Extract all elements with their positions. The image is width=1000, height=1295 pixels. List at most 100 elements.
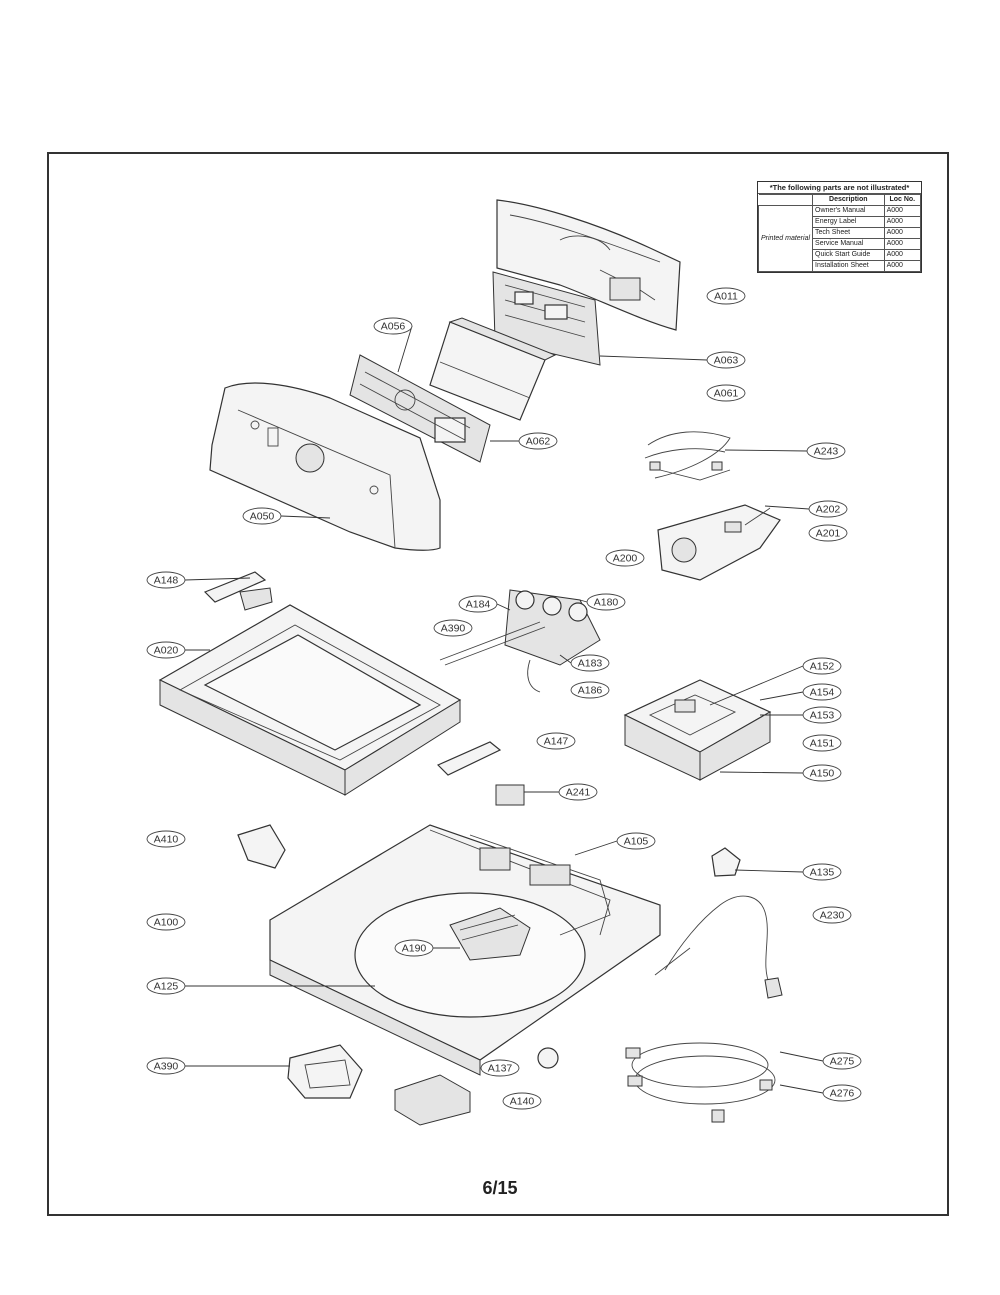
- callout-label: A150: [810, 768, 835, 780]
- callout-leader-line: [759, 691, 804, 701]
- callout-a202: A202: [764, 500, 848, 518]
- callout-leader-line: [719, 771, 804, 774]
- callout-a050: A050: [242, 507, 331, 525]
- callout-a150: A150: [719, 764, 842, 782]
- callout-label: A152: [810, 661, 835, 673]
- legend-loc: A000: [883, 205, 922, 217]
- callout-label: A230: [820, 910, 845, 922]
- callout-a241: A241: [524, 783, 598, 801]
- callout-a390b: A390: [146, 1057, 290, 1075]
- callout-label: A410: [154, 834, 179, 846]
- callout-a183: A183: [559, 654, 610, 672]
- callout-label: A125: [154, 981, 179, 993]
- callout-label: A061: [714, 388, 739, 400]
- callout-a201: A201: [808, 524, 848, 542]
- callout-bubble: [433, 619, 473, 637]
- callout-bubble: [146, 913, 186, 931]
- callout-label: A276: [830, 1088, 855, 1100]
- callout-bubble: [146, 1057, 186, 1075]
- callout-leader-line: [397, 325, 413, 373]
- callout-a063: A063: [599, 351, 746, 369]
- callout-a100: A100: [146, 913, 186, 931]
- callout-label: A154: [810, 687, 835, 699]
- callout-a276: A276: [779, 1084, 862, 1102]
- callout-bubble: [802, 683, 842, 701]
- callout-leader-line: [280, 515, 331, 519]
- control-board: [449, 907, 531, 961]
- callout-a125: A125: [146, 977, 375, 995]
- callout-bubble: [458, 595, 498, 613]
- callout-label: A201: [816, 528, 841, 540]
- callout-a061: A061: [706, 384, 746, 402]
- callout-a020: A020: [146, 641, 210, 659]
- legend-row: Installation Sheet A000: [759, 260, 922, 272]
- legend-row: Printed material Owner's Manual A000: [757, 205, 922, 272]
- callout-label: A020: [154, 645, 179, 657]
- callout-a154: A154: [759, 683, 842, 701]
- legend-description: Service Manual: [812, 238, 885, 250]
- callout-leader-line: [734, 869, 804, 873]
- legend-row: Tech Sheet A000: [759, 227, 922, 239]
- pcb-housing: [429, 317, 557, 421]
- callout-label: A062: [526, 436, 551, 448]
- callout-a186: A186: [570, 681, 610, 699]
- callout-label: A140: [510, 1096, 535, 1108]
- callout-label: A200: [613, 553, 638, 565]
- callout-label: A184: [466, 599, 491, 611]
- callout-label: A390: [441, 623, 466, 635]
- page-number: 6/15: [482, 1178, 518, 1198]
- callout-bubble: [146, 641, 186, 659]
- callout-label: A153: [810, 710, 835, 722]
- callout-bubble: [570, 681, 610, 699]
- control-panel-front: [209, 382, 441, 551]
- callout-bubble: [558, 783, 598, 801]
- callout-bubble: [812, 906, 852, 924]
- legend-description: Quick Start Guide: [812, 249, 885, 261]
- callout-label: A180: [594, 597, 619, 609]
- callout-bubble: [802, 764, 842, 782]
- wire-harness: [644, 431, 731, 481]
- callout-leader-line: [574, 840, 618, 856]
- rear-control-cover: [496, 199, 681, 331]
- callout-label: A011: [714, 291, 738, 303]
- callout-bubble: [518, 432, 558, 450]
- callout-leader-line: [709, 665, 804, 706]
- callout-label: A275: [830, 1056, 855, 1068]
- callout-a011: A011: [706, 287, 746, 305]
- callout-label: A056: [381, 321, 406, 333]
- detergent-dispenser: [623, 679, 772, 781]
- callout-label: A390: [154, 1061, 179, 1073]
- legend-row: Energy Label A000: [759, 216, 922, 228]
- callout-bubble: [605, 549, 645, 567]
- callout-a243: A243: [724, 442, 846, 460]
- callout-a275a: A275: [779, 1051, 862, 1070]
- callout-a105: A105: [574, 832, 656, 856]
- unillustrated-parts-legend: *The following parts are not illustrated…: [757, 181, 922, 273]
- bottom-parts: [287, 1044, 559, 1126]
- callout-bubble: [146, 830, 186, 848]
- callout-label: A100: [154, 917, 179, 929]
- power-cord: [654, 895, 783, 999]
- callout-a200: A200: [605, 549, 645, 567]
- callout-bubble: [706, 287, 746, 305]
- lid-assembly: [158, 604, 462, 796]
- callout-bubble: [802, 706, 842, 724]
- legend-loc: A000: [883, 227, 922, 239]
- callout-bubble: [808, 500, 848, 518]
- callout-a180: A180: [579, 593, 626, 611]
- callout-a056: A056: [373, 317, 413, 373]
- callout-label: A202: [816, 504, 841, 516]
- display-pcb: [349, 354, 491, 463]
- callout-bubble: [502, 1092, 542, 1110]
- callout-bubble: [802, 734, 842, 752]
- lid-hinge: [203, 571, 273, 611]
- callout-bubble: [242, 507, 282, 525]
- pressure-sensor: [657, 504, 781, 581]
- callout-bubble: [706, 351, 746, 369]
- callout-a147: A147: [536, 732, 576, 750]
- callout-leader-line: [559, 654, 572, 664]
- callout-label: A243: [814, 446, 839, 458]
- callout-bubble: [146, 977, 186, 995]
- legend-header-description: Description: [812, 194, 885, 206]
